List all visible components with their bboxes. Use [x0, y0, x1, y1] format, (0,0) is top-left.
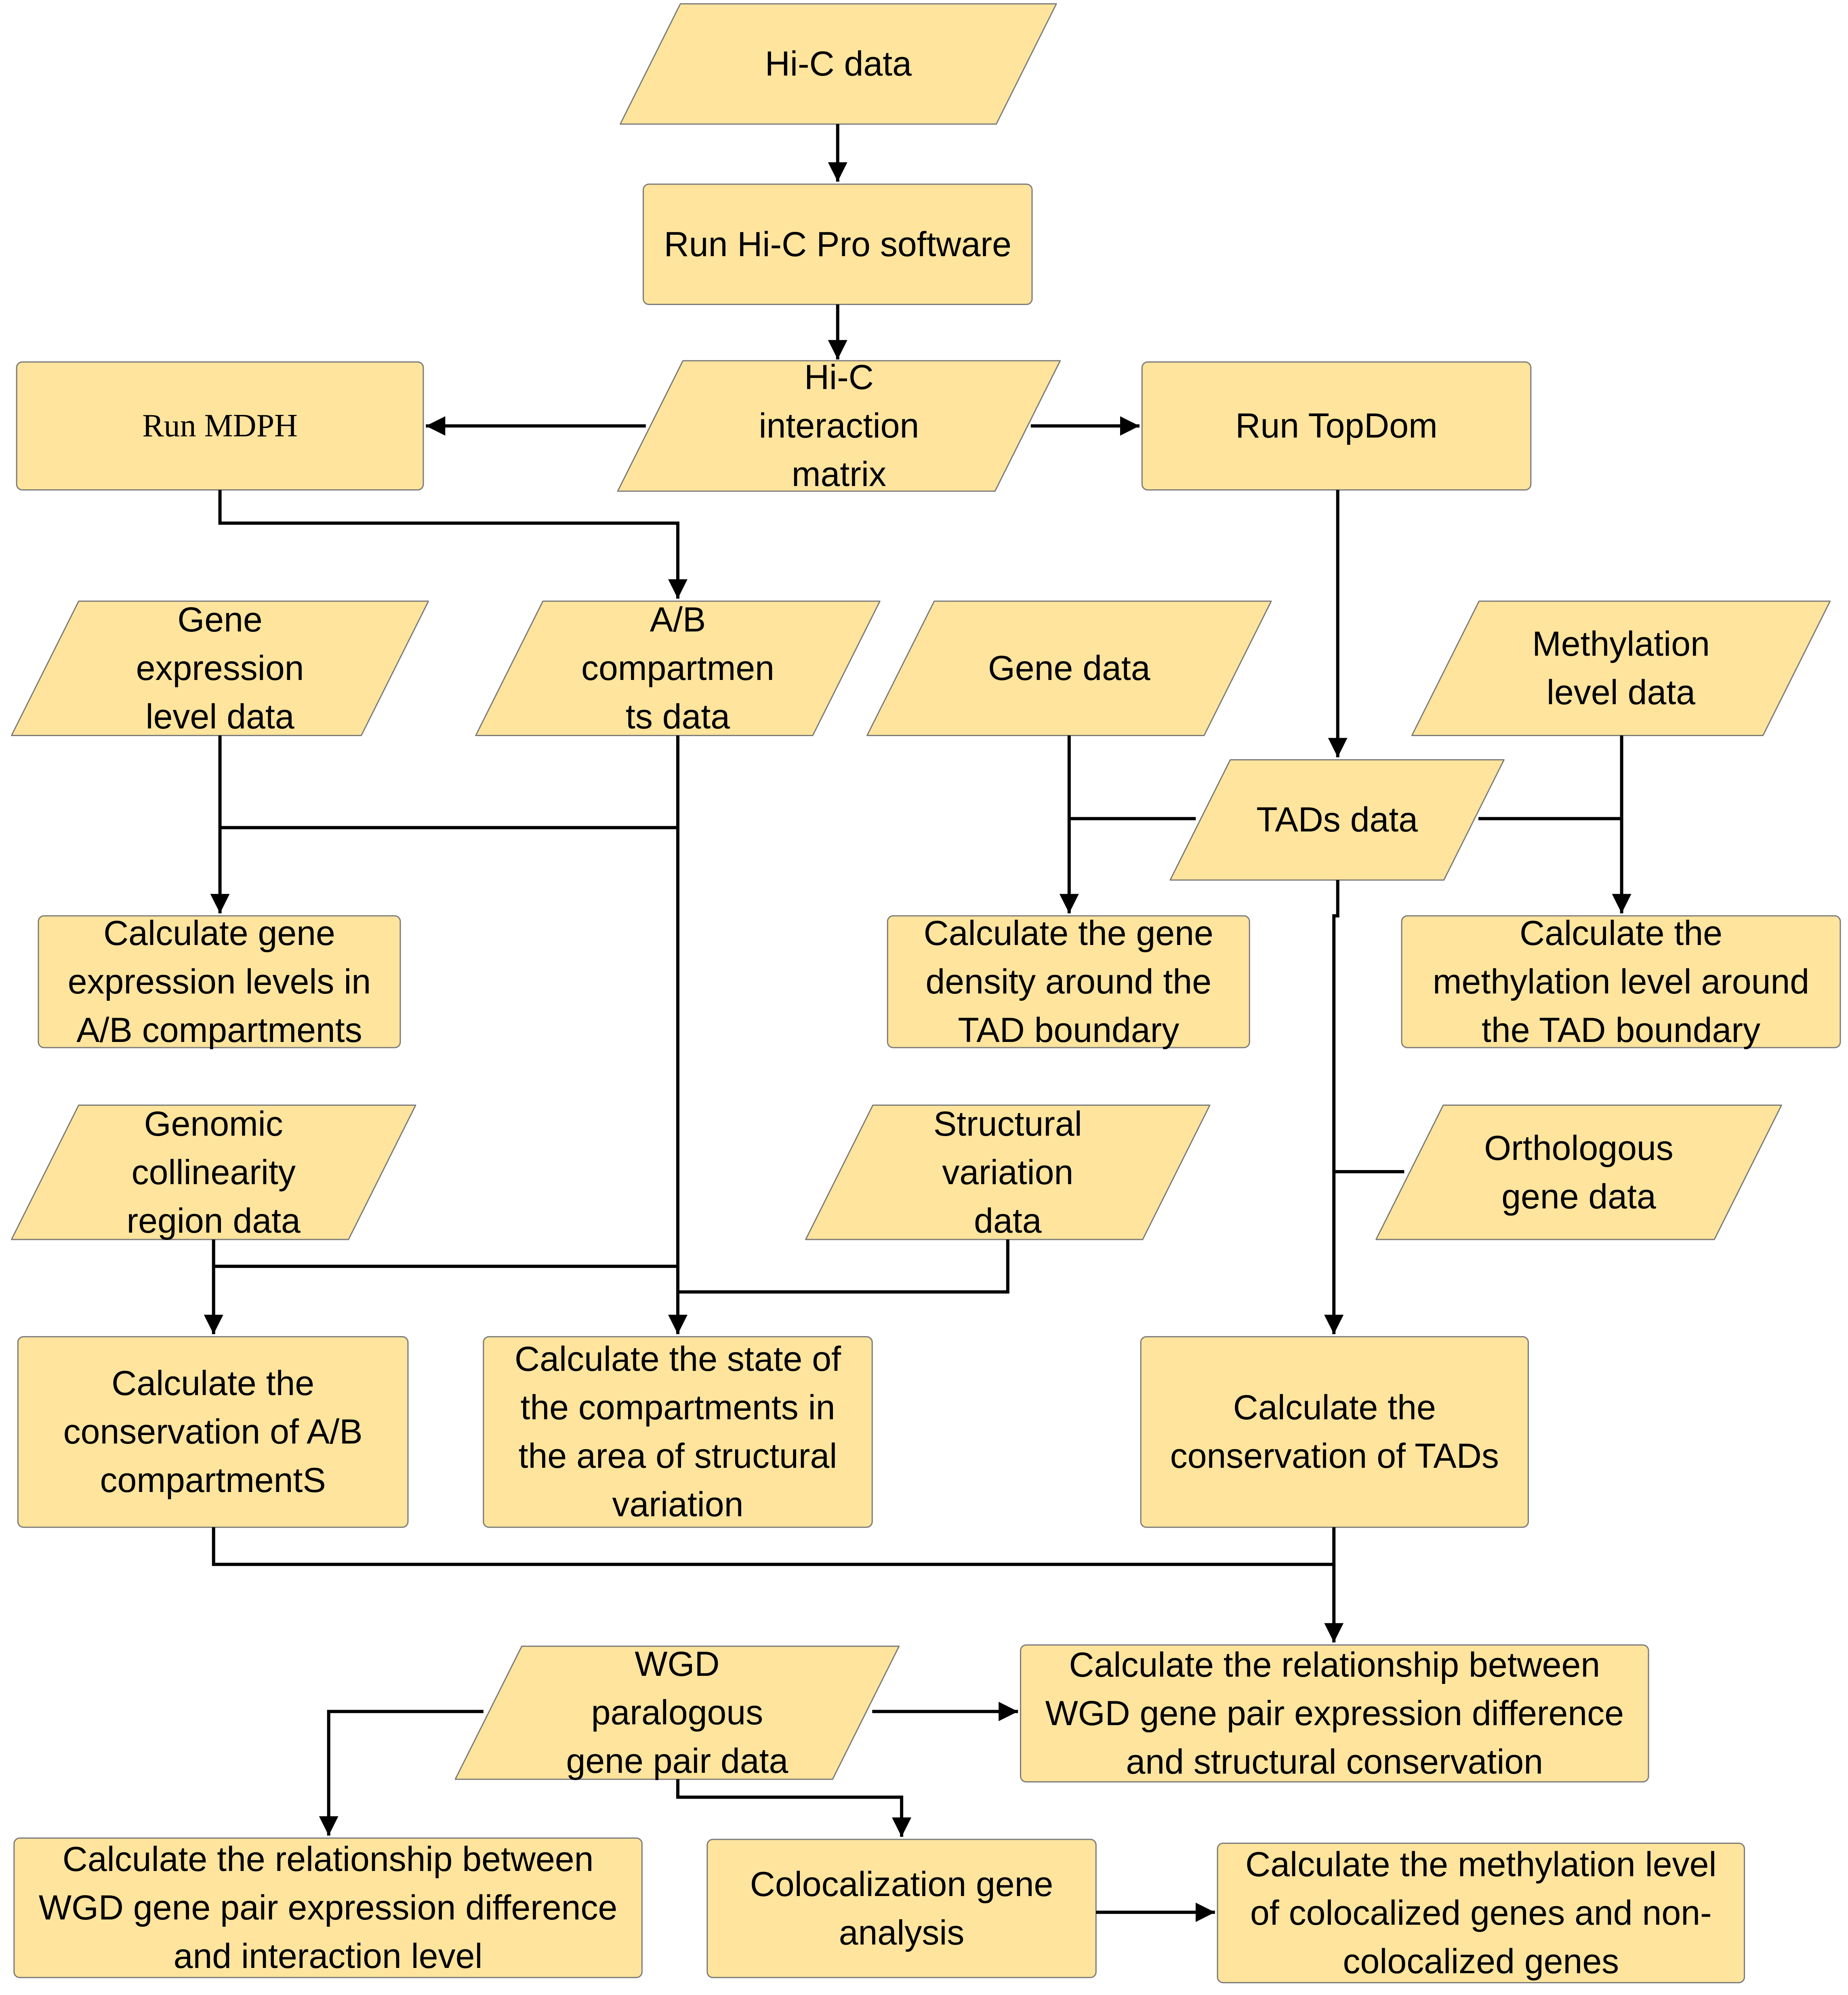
node-label-statesv: Calculate the state of the compartments …	[515, 1340, 841, 1524]
node-shape-coloc	[706, 1839, 1097, 1978]
node-shape-abcomp	[475, 600, 881, 737]
node-shape-genedata	[866, 600, 1272, 737]
node-shape-geneexp	[11, 600, 429, 737]
node-label-constad: Calculate the conservation of TADs	[1170, 1388, 1499, 1476]
node-label-methcoloc: Calculate the methylation level of coloc…	[1245, 1845, 1717, 1981]
conn-wgd-coloc	[676, 1779, 912, 1837]
node-label-methyl: Methylation level data	[1532, 625, 1710, 712]
node-label-calcmeth: Calculate the methylation level around t…	[1432, 913, 1810, 1050]
node-label-genedata: Gene data	[988, 649, 1150, 688]
node-shape-relinter	[13, 1837, 643, 1978]
node-shape-structvar	[805, 1105, 1211, 1240]
node-shape-constad	[1140, 1336, 1529, 1528]
node-label-tads: TADs data	[1256, 800, 1418, 840]
node-shape-consab	[17, 1336, 409, 1528]
node-shape-calcexp	[38, 915, 401, 1048]
node-label-wgd: WGD paralogous gene pair data	[566, 1645, 788, 1781]
node-shape-wgd	[454, 1646, 900, 1780]
node-label-hicpro: Run Hi-C Pro software	[664, 225, 1011, 264]
node-shape-hic	[620, 3, 1057, 125]
node-label-matrix: Hi-C interaction matrix	[759, 358, 919, 494]
node-shape-methyl	[1411, 600, 1831, 737]
node-shape-calcmeth	[1401, 915, 1841, 1048]
node-label-calcdens: Calculate the gene density around the TA…	[923, 913, 1213, 1050]
node-shape-relstruct	[1020, 1644, 1649, 1782]
node-shape-matrix	[617, 360, 1061, 492]
node-label-ortho: Orthologous gene data	[1484, 1128, 1674, 1216]
node-label-hic: Hi-C data	[765, 44, 912, 84]
node-shape-methcoloc	[1217, 1842, 1745, 1983]
conn-structvar-statesv	[678, 1239, 1009, 1294]
node-label-structvar: Structural variation data	[933, 1104, 1082, 1240]
node-label-calcexp: Calculate gene expression levels in A/B …	[67, 913, 371, 1050]
node-shape-statesv	[483, 1336, 873, 1528]
node-label-topdom: Run TopDom	[1235, 406, 1438, 446]
conn-wgd-relinter	[319, 1710, 484, 1836]
conn-consab-relstruct	[212, 1527, 1334, 1566]
conn-mdph-abcomp	[218, 490, 688, 599]
node-shape-ortho	[1375, 1105, 1782, 1240]
node-shape-tads	[1169, 759, 1505, 881]
node-shape-genomic	[11, 1105, 416, 1240]
node-label-abcomp: A/B compartmen ts data	[581, 600, 774, 737]
node-label-consab: Calculate the conservation of A/B compar…	[63, 1364, 363, 1500]
node-shape-calcdens	[887, 915, 1250, 1048]
node-label-mdph: Run MDPH	[142, 408, 298, 444]
node-label-coloc: Colocalization gene analysis	[750, 1865, 1053, 1952]
conn-tads-constad	[1324, 880, 1344, 1334]
node-label-genomic: Genomic collinearity region data	[126, 1104, 301, 1240]
node-label-geneexp: Gene expression level data	[136, 600, 304, 737]
node-label-relinter: Calculate the relationship between WGD g…	[38, 1840, 618, 1976]
node-label-relstruct: Calculate the relationship between WGD g…	[1045, 1645, 1624, 1781]
